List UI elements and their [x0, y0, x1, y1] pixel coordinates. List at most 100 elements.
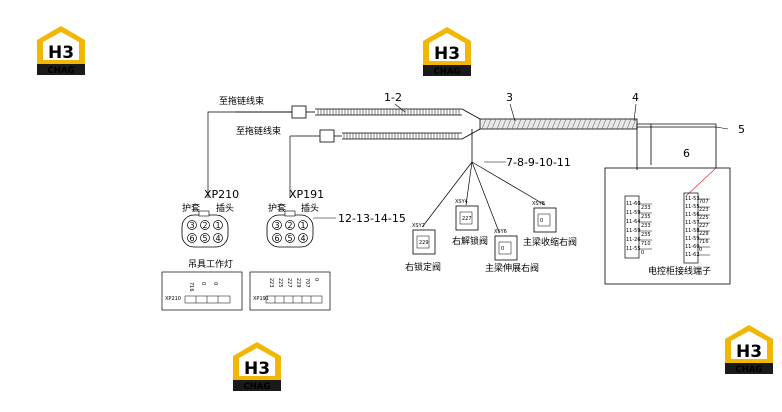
wire-number: 223: [699, 207, 709, 213]
wire-number: 233: [641, 205, 651, 211]
sheath-hatch: [546, 118, 552, 130]
connector-wires: [207, 111, 292, 198]
sheath-hatch: [581, 118, 587, 130]
plug-label: 插头: [301, 202, 319, 214]
callout-5: 5: [738, 123, 745, 136]
terminal-id: 11-60: [685, 244, 700, 250]
pin-table-label: XP210: [165, 296, 181, 302]
terminal-id: 11-60: [626, 201, 641, 207]
valve-wires: [422, 161, 546, 233]
valve-id: XSY8: [532, 201, 545, 207]
terminal-id: 11-56: [685, 212, 700, 218]
wire-number: 0: [501, 246, 504, 252]
terminal-id: 11-53: [685, 196, 700, 202]
terminal-rows-left: 11-60 11-59 11-64 11-59 11-26 11-55 233 …: [626, 201, 652, 256]
valve-id: XSY2: [412, 223, 425, 229]
wire-number: 0: [212, 282, 218, 285]
sheath-hatch: [586, 118, 592, 130]
sheath-hatch: [491, 118, 497, 130]
connector-name: XP210: [204, 188, 239, 201]
sheath-hatch: [631, 118, 637, 130]
wire-number: 716: [699, 239, 709, 245]
pin-number: 1: [300, 221, 305, 230]
valve-id: XSY6: [494, 229, 507, 235]
sheath-hatch: [591, 118, 597, 130]
pin-number: 2: [202, 221, 207, 230]
callout-12-15: 12-13-14-15: [338, 212, 406, 225]
logo-brand: CHAG: [434, 67, 461, 77]
terminal-id: 11-55: [626, 246, 641, 252]
sheath-hatch: [481, 118, 487, 130]
harness-sheath: [481, 118, 637, 130]
right-lock-valve-label: 右锁定阀: [405, 261, 441, 273]
pin-number: 5: [202, 234, 207, 243]
terminal-id: 11-57: [685, 220, 700, 226]
connector-key: [284, 210, 296, 217]
brand-logo: H3 CHAG: [423, 27, 471, 77]
boom-retract-valve-label: 主梁收缩右阀: [523, 236, 577, 248]
sheath-hatch: [606, 118, 612, 130]
terminal-id: 11-59: [626, 210, 641, 216]
lifting-light-label: 吊具工作灯: [188, 258, 233, 270]
sheath-hatch: [596, 118, 602, 130]
wire-number: 0: [641, 250, 644, 256]
sheath-hatch: [566, 118, 572, 130]
sheath-hatch: [526, 118, 532, 130]
wire-number: 710: [641, 241, 651, 247]
wire-number: 227: [286, 278, 292, 288]
wire-number: 225: [699, 215, 709, 221]
terminal-id: 11-26: [626, 237, 641, 243]
cabinet-panel: 电控柜接线端子: [604, 167, 731, 285]
sheath-hatch: [616, 118, 622, 130]
sleeve-label: 护套: [268, 202, 286, 214]
callout-6: 6: [683, 147, 690, 160]
terminal-id: 11-55: [685, 204, 700, 210]
connector-xp191: XP191 护套 插头 3 2 1 6 5 4: [266, 188, 324, 248]
connector-key: [198, 210, 210, 217]
sheath-hatch: [531, 118, 537, 130]
sleeve-label: 护套: [182, 202, 200, 214]
valve-xsy2: XSY2 229 右锁定阀: [405, 223, 441, 273]
wire-number: 235: [641, 232, 651, 238]
wire-number: 229: [699, 231, 709, 237]
pin-table-xp191: XP191 223 225 227 229 707 0: [249, 271, 331, 311]
sheath-hatch: [511, 118, 517, 130]
wire-number: 0: [540, 218, 543, 224]
harness-bundle: [235, 105, 717, 170]
pin-number: 3: [189, 221, 194, 230]
pin-number: 1: [215, 221, 220, 230]
terminal-id: 11-62: [685, 252, 700, 258]
terminal-id: 11-58: [685, 228, 700, 234]
brand-logo: H3 CHAG: [37, 26, 85, 76]
pin-number: 4: [215, 234, 220, 243]
cabinet-terminal-label: 电控柜接线端子: [648, 265, 711, 277]
pin-number: 3: [274, 221, 279, 230]
sheath-hatch: [521, 118, 527, 130]
wire-number: 229: [295, 278, 301, 288]
logo-letters: H3: [434, 44, 460, 64]
wire-number: 227: [462, 216, 472, 222]
terminal-id: 11-59: [626, 228, 641, 234]
logo-letters: H3: [244, 359, 270, 379]
sheath-hatch: [501, 118, 507, 130]
logo-brand: CHAG: [736, 365, 763, 375]
pin-grid: 3 2 1 6 5 4: [272, 220, 308, 243]
connector-xp210: XP210 护套 插头 3 2 1 6 5 4: [181, 188, 239, 248]
sheath-hatch: [516, 118, 522, 130]
to-harness-label-bottom: 至拖链线束: [236, 125, 281, 137]
pin-number: 4: [300, 234, 305, 243]
terminal-strip-right: [683, 192, 699, 264]
wire-number: 233: [641, 223, 651, 229]
logo-letters: H3: [48, 43, 74, 63]
wire-number: 0: [699, 247, 702, 253]
sheath-hatch: [536, 118, 542, 130]
sheath-hatch: [611, 118, 617, 130]
pin-grid: 3 2 1 6 5 4: [187, 220, 223, 243]
wire-number: 0: [200, 282, 206, 285]
pin-number: 6: [274, 234, 279, 243]
wire-number: 707: [699, 199, 709, 205]
callout-3: 3: [506, 91, 513, 104]
sheath-hatch: [556, 118, 562, 130]
callout-1-2: 1-2: [384, 91, 402, 104]
